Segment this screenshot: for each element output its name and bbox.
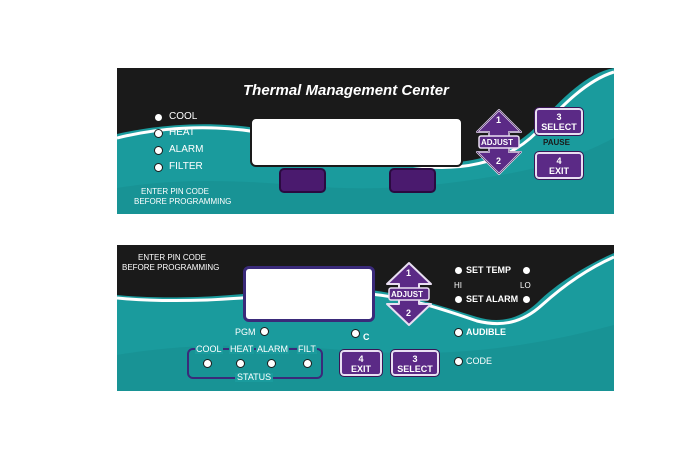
pause-label: PAUSE [543,138,570,147]
code-led [454,357,463,366]
exit-button-label: EXIT [350,364,371,374]
lcd-display [250,117,463,167]
adjust-down-number: 2 [496,156,502,166]
select-button-number: 3 [412,354,418,364]
panel-title: Thermal Management Center [243,82,449,99]
lcd-display [243,266,375,322]
adjust-down-number: 2 [406,308,412,318]
status-alarm-label: ALARM [256,344,290,354]
status-heat-label: HEAT [229,344,255,354]
status-cool-led [203,359,212,368]
c-label: C [363,332,370,342]
exit-button-number: 4 [358,354,364,364]
filter-indicator-label: FILTER [169,161,203,172]
cool-indicator-label: COOL [169,111,198,122]
audible-label: AUDIBLE [466,327,506,337]
pgm-indicator-led [260,327,269,336]
alarm-indicator-led [154,146,163,155]
filter-indicator-led [154,163,163,172]
soft-key-right[interactable] [389,168,436,193]
heat-indicator-label: HEAT [169,127,195,138]
select-button-number: 3 [556,112,562,122]
status-alarm-led [267,359,276,368]
adjust-up-number: 1 [496,115,502,125]
thermal-panel-bottom: ENTER PIN CODE BEFORE PROGRAMMING 1 ADJU… [117,245,614,391]
set-alarm-led [454,295,463,304]
status-filt-led [303,359,312,368]
select-button-label: SELECT [541,122,577,132]
heat-indicator-led [154,129,163,138]
status-cool-label: COOL [195,344,223,354]
exit-button-number: 4 [556,156,562,166]
adjust-label: ADJUST [481,138,514,147]
set-temp-label: SET TEMP [466,265,512,275]
adjust-control[interactable] [475,108,523,176]
lo-label: LO [520,281,531,290]
adjust-up-number: 1 [406,268,412,278]
audible-led [454,328,463,337]
c-indicator-led [351,329,360,338]
pgm-label: PGM [235,327,256,337]
hi-label: HI [454,281,462,290]
thermal-panel-top: Thermal Management Center COOL HEAT ALAR… [117,68,614,214]
set-alarm-right-led [522,295,531,304]
cool-indicator-led [154,113,163,122]
set-alarm-label: SET ALARM [466,294,519,304]
adjust-label: ADJUST [391,290,424,299]
set-temp-led [454,266,463,275]
status-filt-label: FILT [297,344,317,354]
alarm-indicator-label: ALARM [169,144,204,155]
soft-key-left[interactable] [279,168,326,193]
adjust-control[interactable] [385,261,433,327]
status-label: STATUS [235,372,274,382]
exit-button[interactable]: 4 EXIT [339,349,383,377]
select-button[interactable]: 3 SELECT [534,107,584,136]
pin-notice-line1: ENTER PIN CODE [141,187,210,196]
exit-button[interactable]: 4 EXIT [534,151,584,180]
set-temp-right-led [522,266,531,275]
pin-notice-line2: BEFORE PROGRAMMING [134,197,232,206]
pin-notice-line1: ENTER PIN CODE [138,253,207,262]
select-button[interactable]: 3 SELECT [390,349,440,377]
exit-button-label: EXIT [548,166,569,176]
code-label: CODE [466,356,493,366]
pin-notice-line2: BEFORE PROGRAMMING [122,263,220,272]
status-heat-led [236,359,245,368]
select-button-label: SELECT [397,364,433,374]
